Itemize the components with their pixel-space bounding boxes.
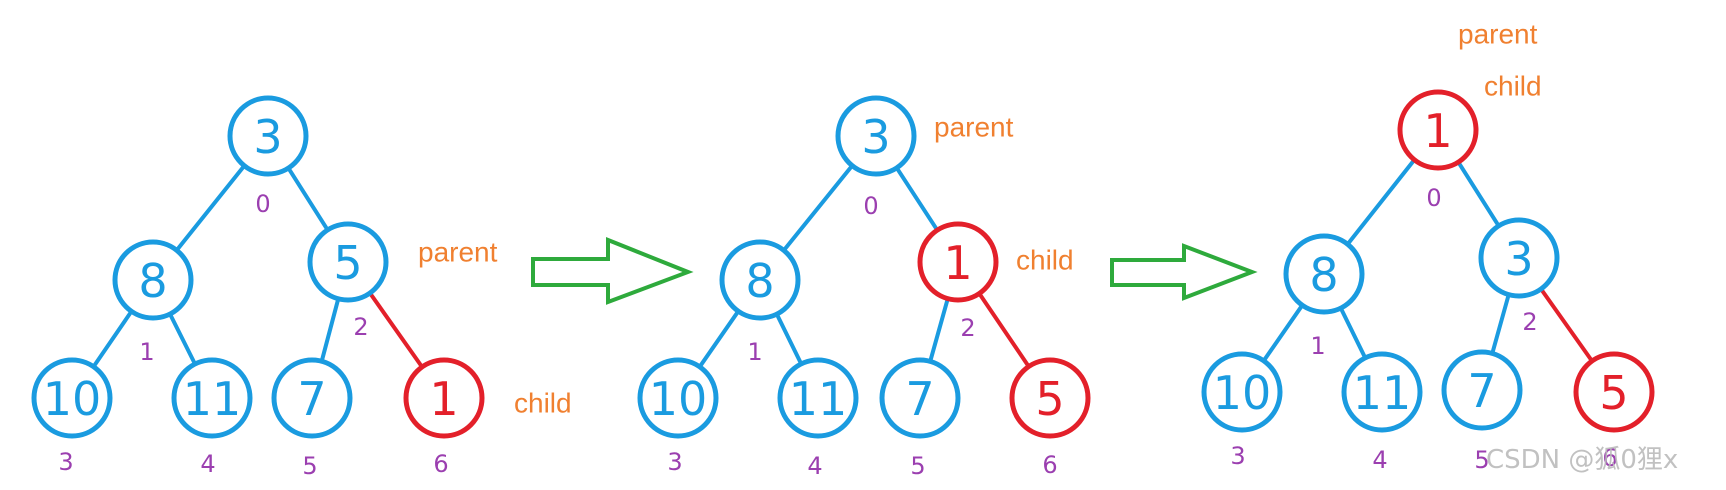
array-index-label: 3 xyxy=(1230,442,1245,470)
heap-node-value: 10 xyxy=(1213,366,1272,420)
heap-node-value: 7 xyxy=(297,372,326,426)
heap-node-value: 7 xyxy=(1467,364,1496,418)
heap-node-value: 10 xyxy=(43,372,102,426)
heap-node-circle xyxy=(719,239,801,321)
tree-edge xyxy=(1456,160,1501,228)
array-index-label: 6 xyxy=(1602,444,1617,472)
heap-node-circle xyxy=(227,95,309,177)
highlighted-node-circle xyxy=(1009,357,1091,439)
heap-node-circle xyxy=(835,95,917,177)
heap-node-value: 1 xyxy=(943,236,972,290)
array-index-label: 0 xyxy=(1426,184,1441,212)
array-index-label: 4 xyxy=(807,452,822,480)
array-index-label: 5 xyxy=(910,452,925,480)
heap-node-circle xyxy=(1441,349,1523,431)
tree-edge xyxy=(286,166,330,232)
heap-node-value: 11 xyxy=(789,372,848,426)
array-index-label: 2 xyxy=(353,313,368,341)
tree-edge xyxy=(168,312,197,366)
heap-tree-initial: 3 0 8 1 5 2 10 3 11 4 7 5 1 6 xyxy=(31,95,485,480)
array-index-label: 1 xyxy=(747,338,762,366)
array-index-label: 3 xyxy=(58,448,73,476)
heap-node-value: 3 xyxy=(1504,232,1533,286)
heap-node-value: 1 xyxy=(1423,104,1452,158)
heap-node-value: 7 xyxy=(905,372,934,426)
tree-edge xyxy=(91,309,134,369)
heap-node-circle xyxy=(1478,217,1560,299)
array-index-label: 5 xyxy=(1474,446,1489,474)
heap-node-circle xyxy=(1201,351,1283,433)
heap-node-value: 5 xyxy=(333,236,362,290)
child-label-3: child xyxy=(1484,71,1542,102)
heap-node-value: 8 xyxy=(745,254,774,308)
heap-node-circle xyxy=(171,357,253,439)
array-index-label: 2 xyxy=(960,314,975,342)
tree-edge xyxy=(894,165,940,233)
heap-node-circle xyxy=(112,239,194,321)
array-index-label: 2 xyxy=(1522,308,1537,336)
tree-edge xyxy=(1338,306,1368,360)
tree-edge xyxy=(697,309,741,369)
array-index-label: 6 xyxy=(1042,451,1057,479)
heap-node-value: 8 xyxy=(138,254,167,308)
tree-edge xyxy=(1539,287,1594,363)
array-index-label: 4 xyxy=(1372,446,1387,474)
array-index-label: 1 xyxy=(1310,332,1325,360)
highlighted-node-circle xyxy=(1573,351,1655,433)
heap-node-value: 5 xyxy=(1035,372,1064,426)
heap-node-circle xyxy=(1283,233,1365,315)
heap-node-value: 3 xyxy=(253,110,282,164)
tree-edge xyxy=(174,163,247,253)
tree-edge xyxy=(774,312,804,366)
heap-node-value: 10 xyxy=(649,372,708,426)
child-label-2: child xyxy=(1016,245,1074,276)
heap-node-circle xyxy=(879,357,961,439)
tree-edge xyxy=(1490,292,1511,356)
tree-edge xyxy=(977,291,1031,369)
parent-label-1: parent xyxy=(418,237,498,268)
highlighted-node-circle xyxy=(1397,89,1479,171)
heap-node-value: 8 xyxy=(1309,248,1338,302)
heap-node-circle xyxy=(271,357,353,439)
heap-node-circle xyxy=(307,221,389,303)
heap-node-value: 5 xyxy=(1599,366,1628,420)
watermark: CSDN @狐0狸x xyxy=(1486,445,1678,475)
array-index-label: 4 xyxy=(200,450,215,478)
parent-label-2: parent xyxy=(934,112,1014,143)
tree-edge xyxy=(1345,157,1417,247)
heap-node-value: 3 xyxy=(861,110,890,164)
tree-edge xyxy=(367,291,425,369)
array-index-label: 6 xyxy=(433,450,448,478)
heap-node-circle xyxy=(777,357,859,439)
tree-edge xyxy=(781,163,855,253)
tree-edge xyxy=(928,296,950,364)
array-index-label: 5 xyxy=(302,452,317,480)
heap-node-circle xyxy=(637,357,719,439)
step-arrow-1 xyxy=(531,237,694,305)
highlighted-node-circle xyxy=(403,357,485,439)
tree-edge xyxy=(1261,303,1305,363)
highlighted-node-circle xyxy=(917,221,999,303)
heap-node-value: 1 xyxy=(429,372,458,426)
tree-edge xyxy=(319,296,341,364)
array-index-label: 0 xyxy=(255,190,270,218)
heap-node-value: 11 xyxy=(183,372,242,426)
heap-node-value: 11 xyxy=(1353,366,1412,420)
heap-node-circle xyxy=(1341,351,1423,433)
step-arrow-2 xyxy=(1110,243,1258,301)
array-index-label: 3 xyxy=(667,448,682,476)
heap-node-circle xyxy=(31,357,113,439)
array-index-label: 0 xyxy=(863,192,878,220)
parent-label-3: parent xyxy=(1458,19,1538,50)
child-label-1: child xyxy=(514,388,572,419)
array-index-label: 1 xyxy=(139,338,154,366)
